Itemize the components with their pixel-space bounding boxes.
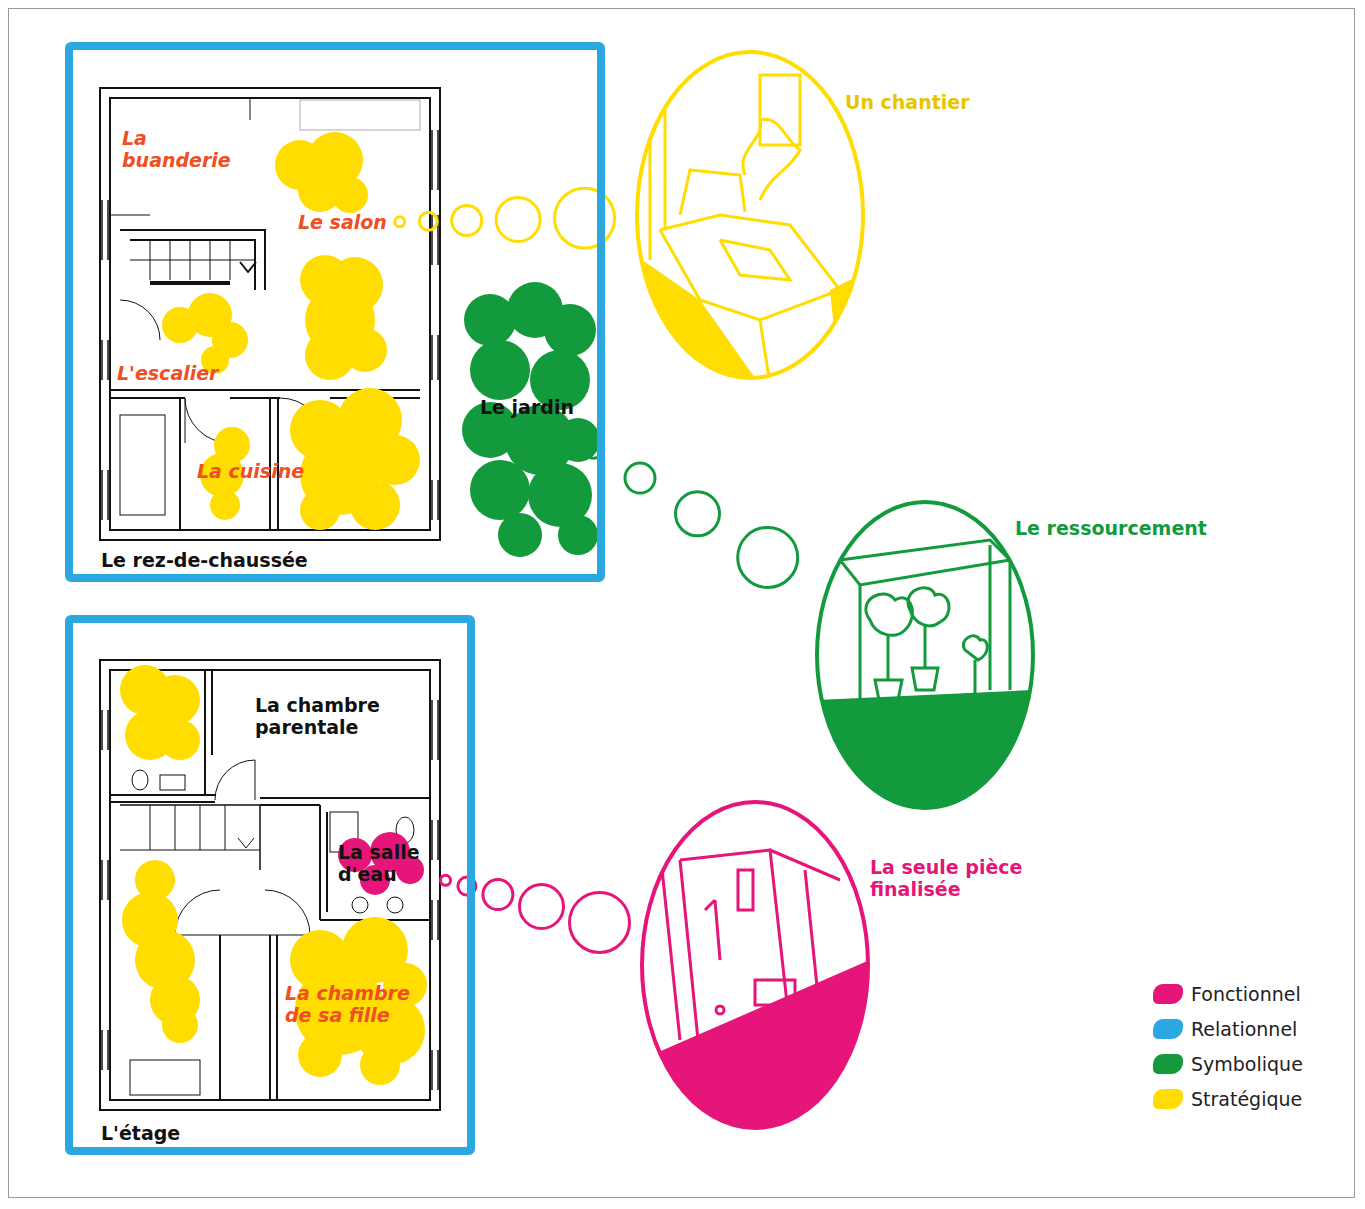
room-name: La buanderie: [122, 128, 252, 172]
legend-swatch: [1153, 984, 1183, 1004]
room-name: La salle d'eau: [338, 842, 433, 886]
floor-plan: L'étage La chambre parentale La salle d'ea…: [65, 615, 475, 1155]
thought-bubble: [625, 463, 655, 493]
ground-floor-plan: [100, 88, 440, 540]
room-name: Le jardin: [480, 397, 574, 419]
thought-bubble: [419, 212, 437, 230]
room-name: La chambre parentale: [255, 695, 395, 739]
room-label: La buanderie: [122, 128, 252, 172]
garden-illustration: [815, 502, 1035, 810]
legend-label: Stratégique: [1191, 1088, 1302, 1110]
thought-oval: Le ressourcement: [817, 502, 1033, 808]
bathroom-illustration: [640, 802, 870, 1130]
oval-caption: La seule pièce finalisée: [870, 857, 1055, 901]
legend-swatch: [1153, 1089, 1183, 1109]
room-name: Le salon: [298, 212, 387, 234]
thought-bubble: [441, 875, 451, 885]
legend-row: Relationnel: [1153, 1018, 1297, 1040]
room-label: La chambre parentale: [255, 695, 395, 739]
floor-title: Le rez-de-chaussée: [101, 550, 308, 572]
garden-label: Le jardin: [480, 397, 574, 419]
thought-bubble: [520, 885, 564, 929]
thought-bubble: [570, 892, 630, 952]
legend-row: Fonctionnel: [1153, 983, 1301, 1005]
symbolic-zone: [462, 282, 600, 557]
thought-oval: La seule pièce finalisée: [642, 802, 868, 1128]
thought-bubbles: [395, 188, 615, 248]
thought-bubble: [395, 217, 405, 227]
thought-bubble: [496, 198, 540, 242]
legend-label: Fonctionnel: [1191, 983, 1301, 1005]
legend-row: Symbolique: [1153, 1053, 1303, 1075]
legend-label: Relationnel: [1191, 1018, 1297, 1040]
thought-bubble: [676, 492, 720, 536]
worksite-illustration: [635, 52, 870, 385]
room-name: L'escalier: [117, 363, 219, 385]
oval-caption: Le ressourcement: [1015, 518, 1207, 540]
floor-title: L'étage: [101, 1123, 180, 1145]
room-label: La cuisine: [197, 461, 304, 483]
thought-bubble: [551, 421, 561, 431]
legend-label: Symbolique: [1191, 1053, 1303, 1075]
floor-plan: Le rez-de-chaussée La buanderie Le salonL'…: [65, 42, 605, 582]
thought-bubble: [452, 206, 482, 236]
legend-row: Stratégique: [1153, 1088, 1302, 1110]
room-name: La chambre de sa fille: [285, 983, 430, 1027]
legend-swatch: [1153, 1054, 1183, 1074]
thought-bubble: [483, 880, 513, 910]
thought-bubble: [738, 527, 798, 587]
thought-oval: Un chantier: [637, 52, 863, 378]
room-label: La salle d'eau: [338, 842, 433, 886]
legend-swatch: [1153, 1019, 1183, 1039]
room-label: Le salon: [298, 212, 387, 234]
upper-floor-plan: [100, 660, 440, 1110]
room-label: La chambre de sa fille: [285, 983, 430, 1027]
strategic-zones: [120, 132, 427, 1085]
oval-caption: Un chantier: [845, 92, 970, 114]
room-label: L'escalier: [117, 363, 219, 385]
thought-bubbles: [551, 421, 798, 588]
room-name: La cuisine: [197, 461, 304, 483]
thought-bubble: [555, 188, 615, 248]
